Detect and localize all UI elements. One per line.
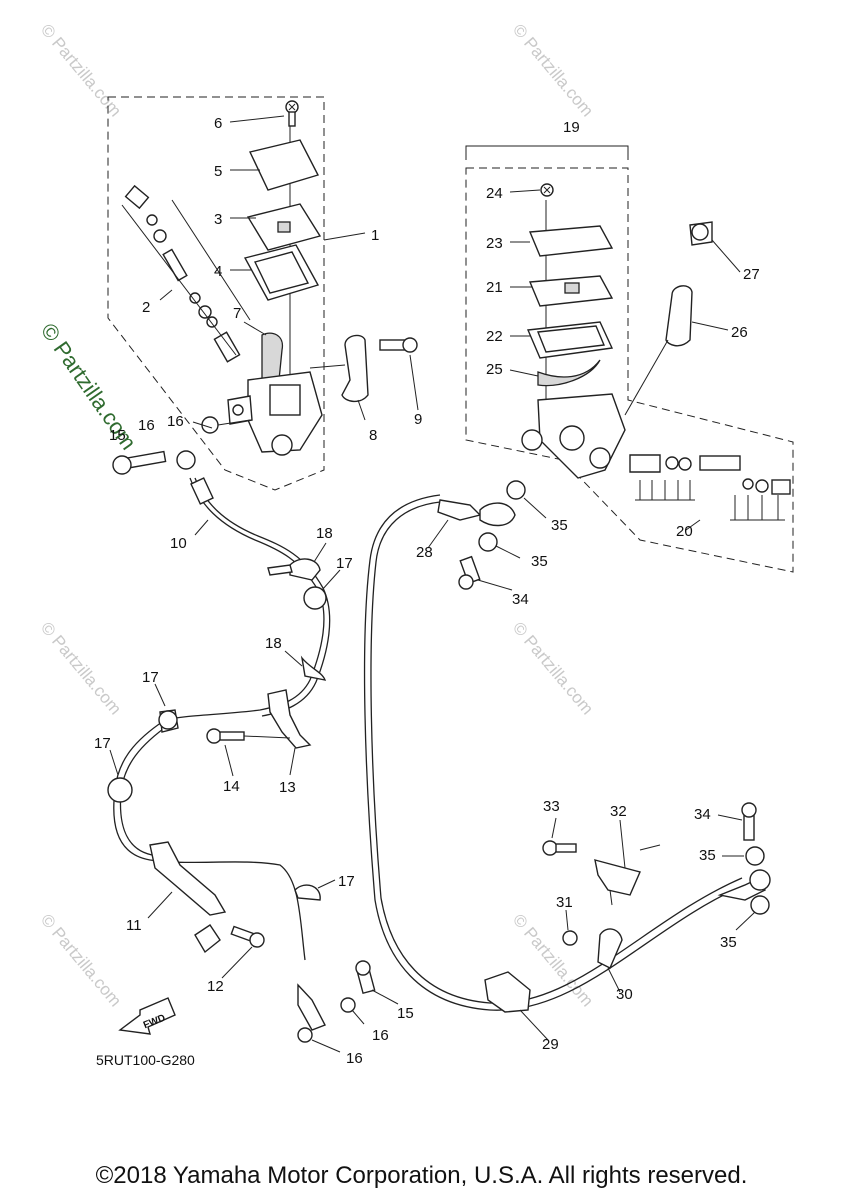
callout-28: 28 xyxy=(416,544,433,561)
callout-31: 31 xyxy=(556,894,573,911)
callout-4: 4 xyxy=(214,263,222,280)
callout-34: 34 xyxy=(512,591,529,608)
callout-23: 23 xyxy=(486,235,503,252)
callout-labels: 6 5 3 4 1 7 2 8 9 10 15 16 16 18 17 18 1… xyxy=(94,115,760,1067)
callout-17: 17 xyxy=(94,735,111,752)
leader-lines xyxy=(109,115,756,1053)
callout-12: 12 xyxy=(207,978,224,995)
callout-17: 17 xyxy=(338,873,355,890)
watermark-text: © Partzilla.com xyxy=(37,910,125,1010)
callout-16: 16 xyxy=(138,417,155,434)
front-master-cylinder xyxy=(112,100,418,475)
callout-17: 17 xyxy=(142,669,159,686)
callout-32: 32 xyxy=(610,803,627,820)
callout-17: 17 xyxy=(336,555,353,572)
callout-5: 5 xyxy=(214,163,222,180)
callout-13: 13 xyxy=(279,779,296,796)
callout-18: 18 xyxy=(316,525,333,542)
callout-27: 27 xyxy=(743,266,760,283)
assembly-box-right xyxy=(465,167,794,573)
callout-10: 10 xyxy=(170,535,187,552)
copyright-notice: ©2018 Yamaha Motor Corporation, U.S.A. A… xyxy=(95,1162,748,1189)
callout-29: 29 xyxy=(542,1036,559,1053)
callout-3: 3 xyxy=(214,211,222,228)
watermark-text: © Partzilla.com xyxy=(509,20,597,120)
callout-35: 35 xyxy=(531,553,548,570)
callout-16: 16 xyxy=(346,1050,363,1067)
callout-11: 11 xyxy=(126,917,142,934)
callout-15: 15 xyxy=(397,1005,414,1022)
callout-35: 35 xyxy=(720,934,737,951)
callout-30: 30 xyxy=(616,986,633,1003)
callout-2: 2 xyxy=(142,299,150,316)
forward-direction-indicator: FWD xyxy=(118,997,176,1035)
small-parts xyxy=(107,480,770,1043)
callout-16: 16 xyxy=(167,413,184,430)
callout-35: 35 xyxy=(699,847,716,864)
callout-16: 16 xyxy=(372,1027,389,1044)
watermark-text: © Partzilla.com xyxy=(37,618,125,718)
callout-24: 24 xyxy=(486,185,503,202)
callout-19: 19 xyxy=(563,119,580,136)
bracket-19 xyxy=(465,145,629,160)
callout-25: 25 xyxy=(486,361,503,378)
callout-7: 7 xyxy=(233,305,241,322)
diagram-code: 5RUT100-G280 xyxy=(96,1052,195,1068)
watermark-text: © Partzilla.com xyxy=(509,618,597,718)
callout-14: 14 xyxy=(223,778,240,795)
callout-21: 21 xyxy=(486,279,503,296)
callout-6: 6 xyxy=(214,115,222,132)
callout-33: 33 xyxy=(543,798,560,815)
callout-35: 35 xyxy=(551,517,568,534)
callout-26: 26 xyxy=(731,324,748,341)
callout-9: 9 xyxy=(414,411,422,428)
callout-8: 8 xyxy=(369,427,377,444)
assembly-box-left xyxy=(107,96,325,491)
fwd-arrow-icon xyxy=(118,997,176,1035)
callout-22: 22 xyxy=(486,328,503,345)
brake-hoses xyxy=(113,477,771,1031)
callout-1: 1 xyxy=(371,227,379,244)
watermark-text: © Partzilla.com xyxy=(37,20,125,120)
callout-34: 34 xyxy=(694,806,711,823)
rear-master-cylinder xyxy=(521,183,791,521)
callout-20: 20 xyxy=(676,523,693,540)
callout-18: 18 xyxy=(265,635,282,652)
callout-15: 15 xyxy=(109,427,126,444)
